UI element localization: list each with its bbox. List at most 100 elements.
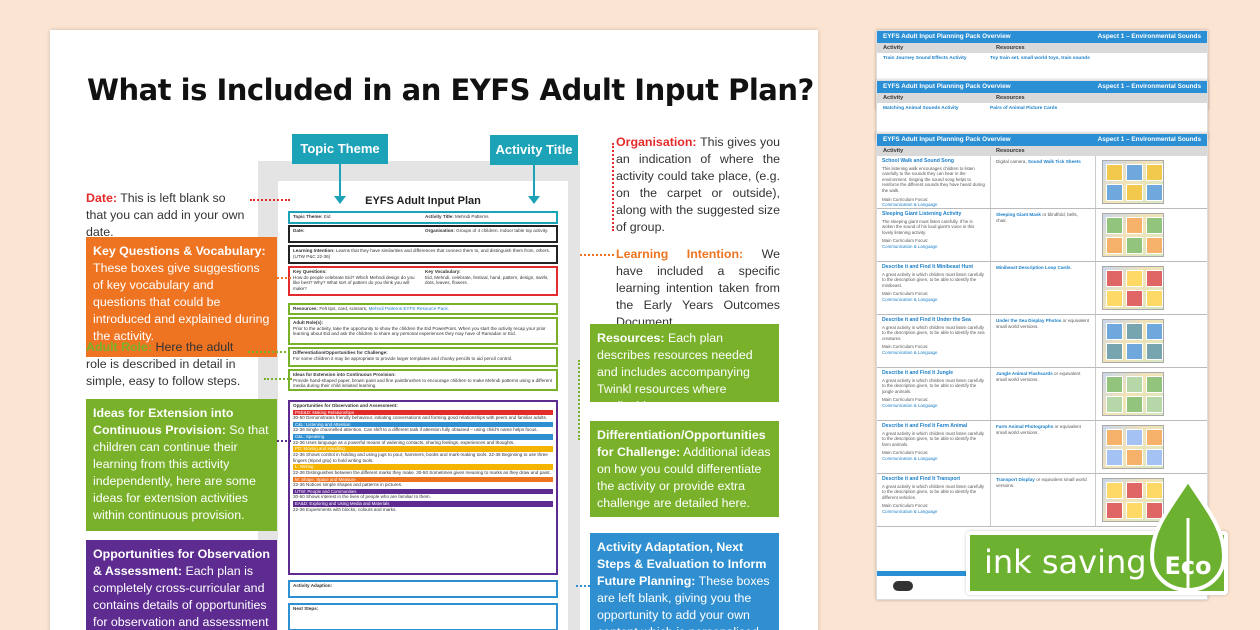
overview-sheet-front: EYFS Adult Input Planning Pack Overview … bbox=[876, 133, 1208, 600]
thumbnail-tile bbox=[1126, 449, 1143, 466]
callout-adaptation: Activity Adaptation, Next Steps & Evalua… bbox=[590, 533, 779, 630]
overview-focus-value: Communication & Language bbox=[882, 202, 938, 208]
overview-col-activity: Activity bbox=[883, 148, 904, 154]
note-date: Date: This is left blank so that you can… bbox=[86, 190, 248, 241]
overview-activity-title[interactable]: Describe it and Find It Transport bbox=[882, 476, 961, 482]
overview-resource-cell: Minibeast Description Loop Cards. bbox=[990, 262, 1095, 314]
overview-back1-activity: Train Journey Sound Effects Activity bbox=[883, 56, 967, 61]
questions-label: Key Questions: bbox=[293, 269, 327, 274]
callout-key-questions: Key Questions & Vocabulary: These boxes … bbox=[86, 237, 277, 357]
topic-label: Topic Theme: bbox=[293, 214, 323, 219]
overview-back1-cols: Activity Resources bbox=[877, 43, 1207, 53]
note-adult-role-label: Adult Role: bbox=[86, 340, 153, 354]
overview-back2-col-activity: Activity bbox=[883, 95, 904, 101]
callout-key-questions-label: Key Questions & Vocabulary: bbox=[93, 244, 266, 258]
plan-row-questions: Key Questions:How do people celebrate Ei… bbox=[288, 266, 558, 296]
overview-resource-link[interactable]: Under the Sea Display Photos bbox=[996, 318, 1062, 323]
date-label: Date: bbox=[293, 228, 305, 233]
thumbnail-tile bbox=[1126, 270, 1143, 287]
intention-value: Learns that they have similarities and d… bbox=[293, 248, 551, 259]
thumbnail-tile bbox=[1126, 376, 1143, 393]
adult-role-label: Adult Role(s): bbox=[293, 320, 324, 325]
overview-back1-header: EYFS Adult Input Planning Pack Overview … bbox=[877, 31, 1207, 43]
note-organisation-text: This gives you an indication of where th… bbox=[616, 135, 780, 234]
diff-value: For some children it may be appropriate … bbox=[293, 355, 513, 361]
overview-back2-col-resources: Resources bbox=[996, 95, 1025, 101]
overview-resource-cell: Transport Display or equivalent small wo… bbox=[990, 474, 1095, 526]
overview-activity-title[interactable]: Describe it and Find It Farm Animal bbox=[882, 423, 968, 429]
overview-activity-title[interactable]: School Walk and Sound Song bbox=[882, 158, 954, 164]
activity-arrow-head bbox=[528, 196, 540, 204]
thumbnail-tile bbox=[1126, 429, 1143, 446]
note-adult-role: Adult Role: Here the adult role is descr… bbox=[86, 339, 246, 390]
ext-value: Provide hand-shaped paper, brown paint a… bbox=[293, 377, 553, 389]
overview-columns: Activity Resources bbox=[877, 146, 1207, 156]
obs-band-label: C&L: Speaking bbox=[293, 434, 553, 440]
overview-thumb-cell bbox=[1095, 368, 1207, 420]
thumbnail-tile bbox=[1106, 396, 1123, 413]
overview-focus-label: Main Curriculum Focus: bbox=[882, 397, 929, 403]
overview-back1-title: EYFS Adult Input Planning Pack Overview bbox=[883, 33, 1011, 40]
overview-activity-desc: A great activity in which children must … bbox=[882, 377, 985, 394]
plan-title: EYFS Adult Input Plan bbox=[365, 195, 481, 207]
intention-label: Learning Intention: bbox=[293, 248, 335, 253]
overview-focus-label: Main Curriculum Focus: bbox=[882, 503, 929, 509]
activity-arrow-line bbox=[533, 165, 535, 198]
overview-back2-title: EYFS Adult Input Planning Pack Overview bbox=[883, 83, 1011, 90]
topic-value: Eid bbox=[323, 214, 331, 219]
overview-back1-col-activity: Activity bbox=[883, 45, 904, 51]
overview-activity-title[interactable]: Describe it and Find It Under the Sea bbox=[882, 317, 971, 323]
callout-resources-text: Each plan describes resources needed and… bbox=[597, 331, 753, 413]
obs-band-text: 30-50 Demonstrates friendly behaviour, i… bbox=[293, 415, 548, 421]
callout-differentiation-text: Additional ideas on how you could differ… bbox=[597, 445, 771, 510]
thumbnail-tile bbox=[1146, 270, 1163, 287]
overview-resource-cell: Farm Animal Photographs or equivalent sm… bbox=[990, 421, 1095, 473]
overview-resource-post: or blindfold, bells, chair. bbox=[996, 212, 1078, 223]
twinkl-logo-icon bbox=[893, 581, 913, 591]
overview-thumb-cell bbox=[1095, 156, 1207, 208]
overview-resource-link[interactable]: Farm Animal Photographs bbox=[996, 424, 1054, 429]
thumbnail-tile bbox=[1146, 502, 1163, 519]
thumbnail-tile bbox=[1106, 449, 1123, 466]
thumbnail-tile bbox=[1106, 290, 1123, 307]
overview-resource-post: . bbox=[1070, 265, 1072, 270]
overview-aspect: Aspect 1 – Environmental Sounds bbox=[1097, 136, 1201, 143]
next-steps-label: Next Steps: bbox=[293, 606, 319, 611]
resource-thumbnail bbox=[1102, 478, 1164, 522]
resource-thumbnail bbox=[1102, 213, 1164, 257]
overview-focus-label: Main Curriculum Focus: bbox=[882, 291, 929, 297]
callout-differentiation: Differentiation/Opportunities for Challe… bbox=[590, 421, 779, 517]
plan-document: EYFS Adult Input Plan Topic Theme: Eid A… bbox=[278, 181, 568, 630]
overview-resource-link[interactable]: Jungle Animal Flashcards bbox=[996, 371, 1053, 376]
note-learning-intention-label: Learning Intention: bbox=[616, 247, 744, 261]
overview-resource-link[interactable]: Transport Display bbox=[996, 477, 1035, 482]
overview-activity-title[interactable]: Sleeping Giant Listening Activity bbox=[882, 211, 962, 217]
overview-activity-title[interactable]: Describe it and Find It Minibeast Hunt bbox=[882, 264, 974, 270]
overview-resource-link[interactable]: Sound Walk Tick Sheets bbox=[1027, 159, 1081, 164]
note-adult-role-text: Here the adult role is described in deta… bbox=[86, 340, 241, 388]
thumbnail-tile bbox=[1106, 184, 1123, 201]
resources-link[interactable]: Mehndi Patterns EYFS Resource Pack. bbox=[368, 306, 450, 311]
plan-row-extension: Ideas for Extension into Continuous Prov… bbox=[288, 369, 558, 391]
overview-focus-label: Main Curriculum Focus: bbox=[882, 344, 929, 350]
overview-resource-link[interactable]: Sleeping Giant Mask bbox=[996, 212, 1041, 217]
resource-thumbnail bbox=[1102, 160, 1164, 204]
thumbnail-tile bbox=[1126, 237, 1143, 254]
obs-band-label: EA&D: Exploring and Using Media and Mate… bbox=[293, 501, 553, 507]
topic-theme-tag: Topic Theme bbox=[292, 134, 388, 164]
overview-activity-desc: A great activity in which children must … bbox=[882, 483, 985, 500]
overview-resource-link[interactable]: Minibeast Description Loop Cards bbox=[996, 265, 1071, 270]
obs-label: Opportunities for Observation and Assess… bbox=[293, 403, 398, 408]
overview-activity-title[interactable]: Describe it and Find It Jungle bbox=[882, 370, 954, 376]
resource-thumbnail bbox=[1102, 266, 1164, 310]
eco-leaf-icon: Eco bbox=[1149, 478, 1227, 594]
extension-connector bbox=[264, 378, 292, 380]
overview-activity-desc: A great activity in which children must … bbox=[882, 324, 985, 341]
overview-focus-value: Communication & Language bbox=[882, 508, 938, 514]
